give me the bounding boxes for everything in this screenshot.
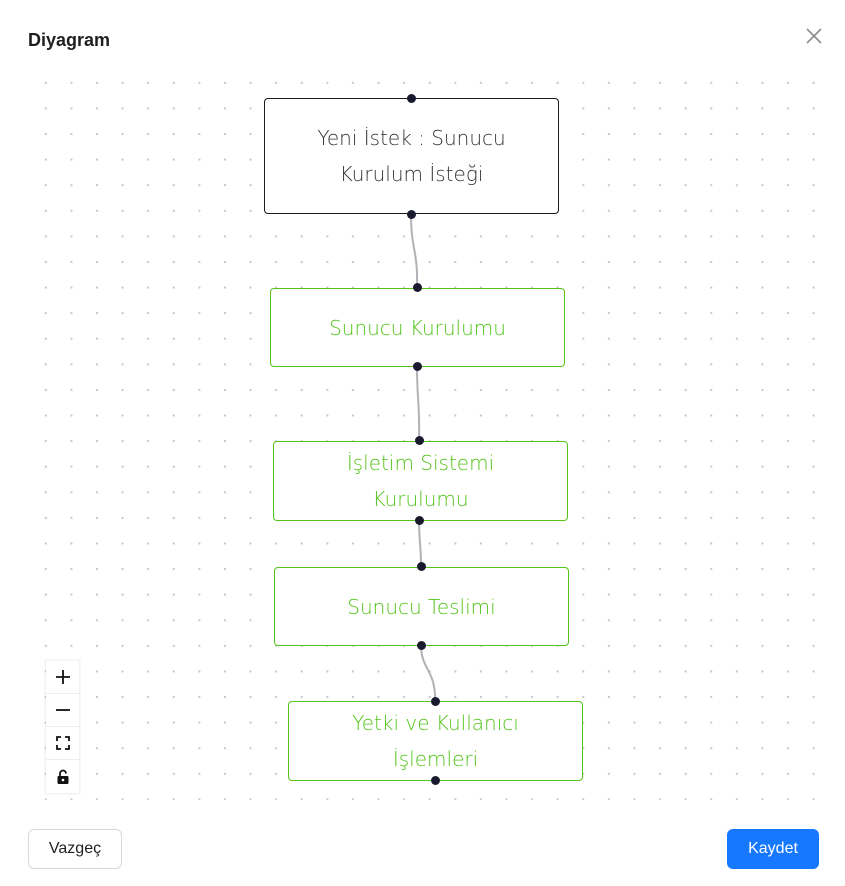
node-handle-bottom[interactable] [413,362,422,371]
diagram-node-step[interactable]: Sunucu Teslimi [274,567,569,646]
node-handle-bottom[interactable] [417,641,426,650]
zoom-in-button[interactable] [46,661,79,694]
lock-icon [57,769,68,784]
close-icon [806,28,822,44]
toggle-interactivity-button[interactable] [46,760,79,793]
node-label: Yeni İstek : Sunucu Kurulum İsteği [317,126,506,186]
node-handle-top[interactable] [415,436,424,445]
node-handle-top[interactable] [417,562,426,571]
save-button[interactable]: Kaydet [727,829,819,869]
node-handle-top[interactable] [431,697,440,706]
node-handle-top[interactable] [407,94,416,103]
diagram-node-step[interactable]: Sunucu Kurulumu [270,288,565,367]
diagram-node-step[interactable]: Yetki ve Kullanıcı İşlemleri [288,701,583,781]
diagram-node-start[interactable]: Yeni İstek : Sunucu Kurulum İsteği [264,98,559,214]
node-handle-bottom[interactable] [407,210,416,219]
diagram-controls [46,661,79,793]
node-handle-bottom[interactable] [415,516,424,525]
close-button[interactable] [802,24,826,48]
node-handle-top[interactable] [413,283,422,292]
node-label: Yetki ve Kullanıcı İşlemleri [352,711,519,771]
node-label: İşletim Sistemi Kurulumu [346,451,495,511]
node-label: Sunucu Teslimi [347,594,496,619]
diagram-node-step[interactable]: İşletim Sistemi Kurulumu [273,441,568,521]
zoom-out-button[interactable] [46,694,79,727]
node-label: Sunucu Kurulumu [329,315,506,340]
node-handle-bottom[interactable] [431,776,440,785]
minus-icon [55,709,70,711]
fit-view-icon [55,736,70,750]
cancel-button[interactable]: Vazgeç [28,829,122,869]
modal-title: Diyagram [28,30,111,50]
plus-icon [55,670,70,684]
fit-view-button[interactable] [46,727,79,760]
